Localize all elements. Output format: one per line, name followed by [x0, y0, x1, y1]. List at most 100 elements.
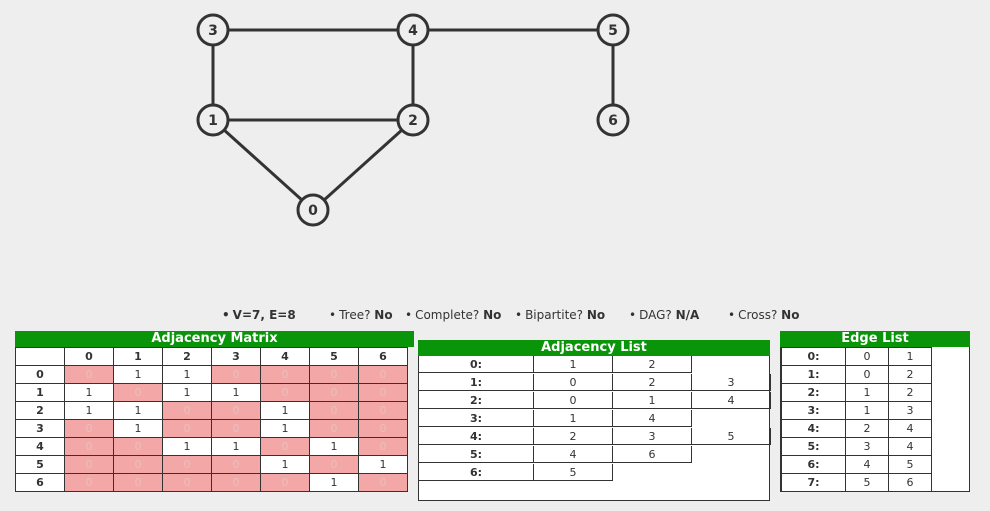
matrix-col-header: 4 — [260, 347, 310, 366]
vertex-2[interactable]: 2 — [396, 103, 430, 137]
adjacency-list-neighbor: 2 — [613, 374, 692, 391]
edge-list-index: 7: — [781, 473, 846, 492]
edge-list-u: 1 — [845, 383, 889, 402]
adjacency-list-neighbor: 4 — [692, 392, 771, 409]
matrix-cell: 1 — [309, 437, 359, 456]
matrix-col-header: 0 — [64, 347, 114, 366]
adjacency-list-neighbor: 0 — [534, 392, 613, 409]
matrix-cell: 0 — [64, 473, 114, 492]
edge-list-v: 4 — [888, 437, 932, 456]
matrix-cell: 0 — [211, 401, 261, 420]
vertex-3[interactable]: 3 — [196, 13, 230, 47]
matrix-cell: 0 — [358, 401, 408, 420]
vertex-circle[interactable] — [396, 103, 430, 137]
matrix-cell: 0 — [211, 419, 261, 438]
vertex-6[interactable]: 6 — [596, 103, 630, 137]
matrix-cell: 0 — [64, 437, 114, 456]
edge-list-v: 6 — [888, 473, 932, 492]
edge-list-u: 3 — [845, 437, 889, 456]
matrix-cell: 1 — [260, 455, 310, 474]
matrix-cell: 0 — [162, 401, 212, 420]
matrix-cell: 0 — [358, 383, 408, 402]
vertex-circle[interactable] — [196, 103, 230, 137]
matrix-cell: 0 — [260, 365, 310, 384]
vertex-label: 6 — [608, 113, 618, 129]
matrix-cell: 0 — [358, 365, 408, 384]
matrix-cell: 1 — [64, 401, 114, 420]
adjacency-list-key: 1: — [419, 374, 534, 391]
graph-canvas[interactable]: 0 1 2 3 4 5 6 — [0, 0, 990, 300]
matrix-cell: 0 — [309, 365, 359, 384]
vertex-0[interactable]: 0 — [296, 193, 330, 227]
edge-list-v: 4 — [888, 419, 932, 438]
vertex-5[interactable]: 5 — [596, 13, 630, 47]
vertex-circle[interactable] — [396, 13, 430, 47]
matrix-cell: 1 — [260, 419, 310, 438]
matrix-cell: 1 — [260, 401, 310, 420]
matrix-col-header: 3 — [211, 347, 261, 366]
adjacency-list-key: 0: — [419, 356, 534, 373]
adjacency-list-key: 2: — [419, 392, 534, 409]
edge-list-index: 2: — [781, 383, 846, 402]
matrix-cell: 0 — [309, 401, 359, 420]
nodes-layer: 0 1 2 3 4 5 6 — [196, 13, 630, 227]
adjacency-matrix-title: Adjacency Matrix — [15, 331, 414, 347]
edge-list-v: 2 — [888, 365, 932, 384]
vertex-circle[interactable] — [296, 193, 330, 227]
matrix-row-header: 6 — [15, 473, 65, 492]
adjacency-list-neighbor: 1 — [534, 410, 613, 427]
edge-0-1[interactable] — [211, 118, 315, 212]
adjacency-list-neighbor: 2 — [613, 356, 692, 373]
matrix-col-header: 6 — [358, 347, 408, 366]
matrix-cell: 0 — [211, 473, 261, 492]
edges-layer — [211, 28, 615, 212]
vertex-circle[interactable] — [596, 13, 630, 47]
adjacency-list-key: 4: — [419, 428, 534, 445]
vertex-label: 1 — [208, 113, 218, 129]
vertex-label: 2 — [408, 113, 418, 129]
edge-list-v: 5 — [888, 455, 932, 474]
adjacency-list-row: 6:5 — [419, 464, 613, 482]
adjacency-list-key: 6: — [419, 464, 534, 481]
matrix-cell: 0 — [162, 455, 212, 474]
matrix-cell: 0 — [162, 419, 212, 438]
edge-list-u: 4 — [845, 455, 889, 474]
matrix-cell: 1 — [64, 383, 114, 402]
vertex-label: 3 — [208, 23, 218, 39]
adjacency-list-neighbor: 6 — [613, 446, 692, 463]
matrix-cell: 0 — [358, 473, 408, 492]
vertex-circle[interactable] — [596, 103, 630, 137]
matrix-col-header: 1 — [113, 347, 163, 366]
matrix-cell: 0 — [211, 365, 261, 384]
matrix-cell: 0 — [309, 455, 359, 474]
vertex-edge-count: •V=7, E=8 — [222, 308, 296, 322]
edge-list-v: 2 — [888, 383, 932, 402]
matrix-cell: 1 — [113, 401, 163, 420]
vertex-4[interactable]: 4 — [396, 13, 430, 47]
vertex-circle[interactable] — [196, 13, 230, 47]
edge-0-2[interactable] — [311, 118, 415, 212]
matrix-row-header: 4 — [15, 437, 65, 456]
vertex-label: 4 — [408, 23, 418, 39]
adjacency-list-key: 5: — [419, 446, 534, 463]
adjacency-list-neighbor: 1 — [534, 356, 613, 373]
matrix-cell: 1 — [162, 383, 212, 402]
edge-list-index: 3: — [781, 401, 846, 420]
vertex-1[interactable]: 1 — [196, 103, 230, 137]
